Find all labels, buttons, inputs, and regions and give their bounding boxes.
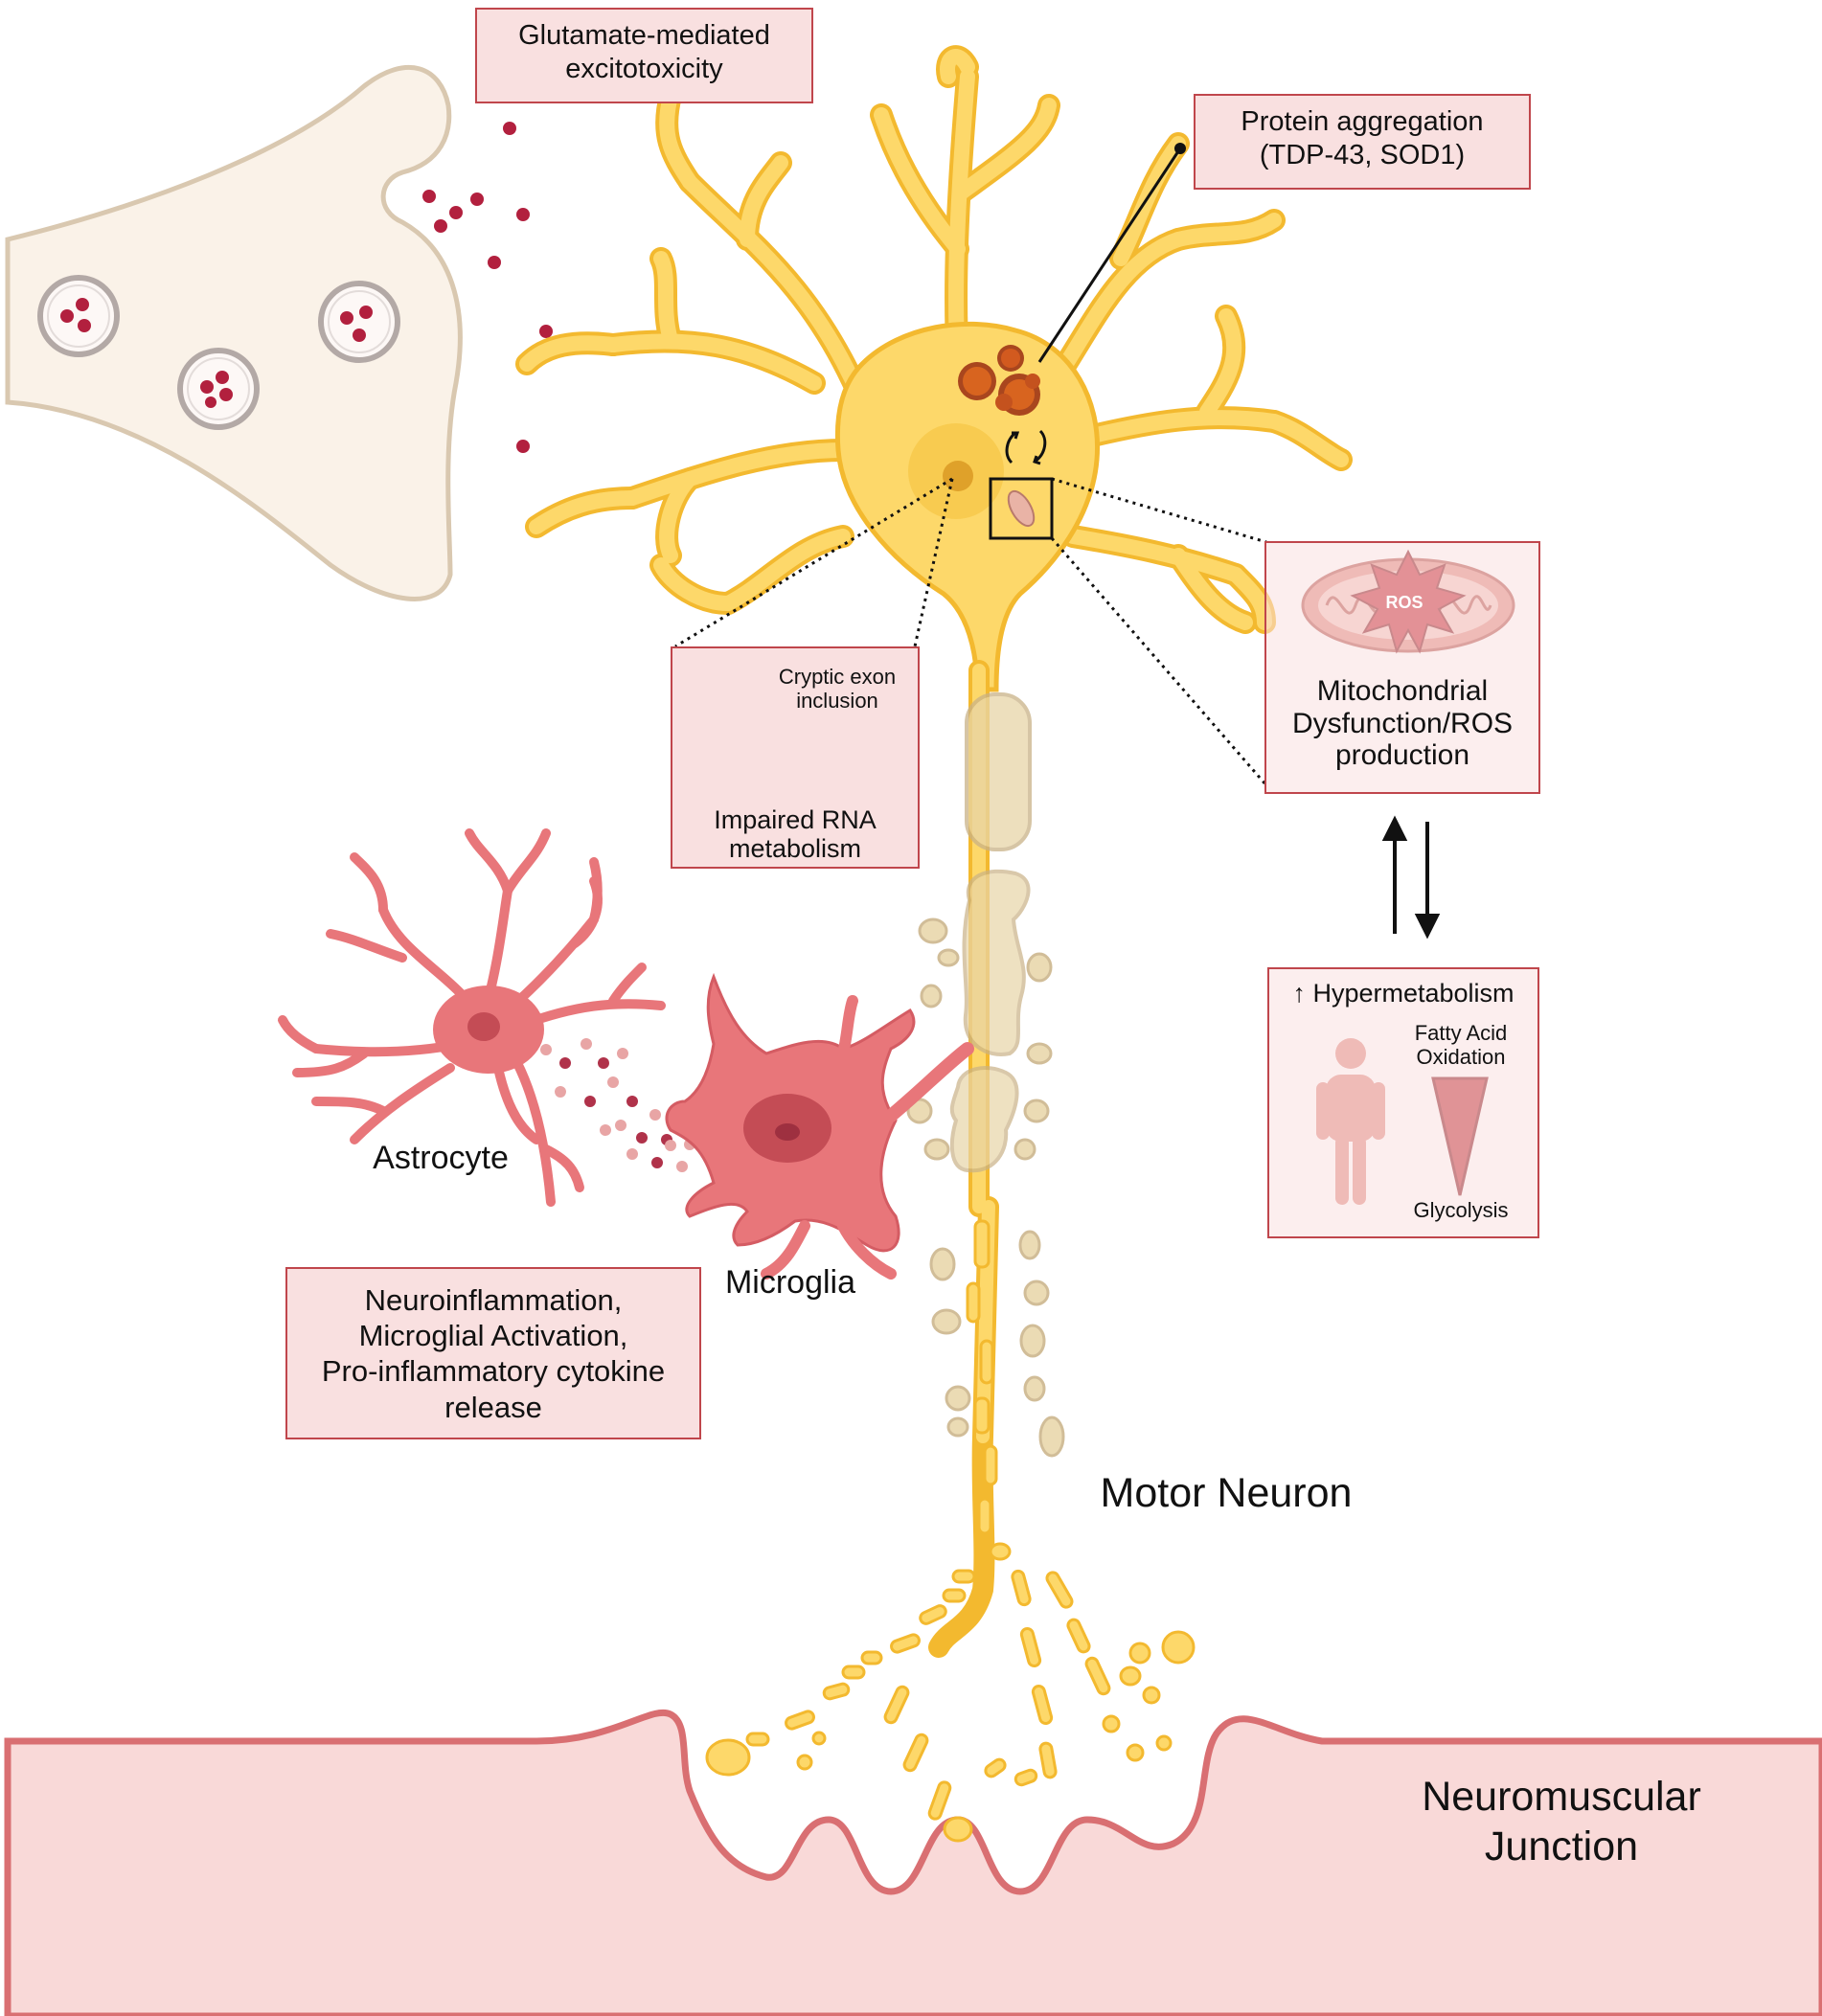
presynaptic-terminal	[5, 64, 463, 601]
mitochondrial-box: ROS Mitochondrial Dysfunction/ROS produc…	[1264, 541, 1540, 794]
protein-line2: (TDP-43, SOD1)	[1259, 139, 1466, 170]
motor-neuron-label: Motor Neuron	[1100, 1470, 1353, 1516]
nmj-label: Neuromuscular Junction	[1379, 1774, 1743, 1869]
microglia-label: Microglia	[724, 1264, 856, 1301]
synaptic-vesicle	[37, 275, 120, 357]
dotted-callouts	[674, 477, 1268, 786]
inflam-line1: Neuroinflammation,	[364, 1283, 623, 1317]
cryptic-line1: Cryptic exon	[778, 665, 897, 689]
ros-label: ROS	[1385, 593, 1423, 612]
mito-line1: Mitochondrial	[1316, 675, 1489, 707]
protein-aggregates	[958, 345, 1040, 416]
muscle-tissue	[4, 1709, 1822, 2016]
nmj-line1: Neuromuscular	[1422, 1774, 1701, 1820]
cryptic-line2: inclusion	[796, 688, 878, 713]
cytokines	[540, 1038, 695, 1172]
inflam-line2: Microglial Activation,	[358, 1319, 628, 1353]
astrocyte-label: Astrocyte	[373, 1140, 509, 1176]
protein-callout-dot	[1174, 143, 1186, 154]
protein-line1: Protein aggregation	[1241, 106, 1484, 137]
synaptic-vesicle	[318, 281, 400, 363]
protein-aggregation-box: Protein aggregation (TDP-43, SOD1)	[1194, 94, 1531, 190]
glycolysis-label: Glycolysis	[1413, 1198, 1509, 1222]
inflam-line3: Pro-inflammatory cytokine	[321, 1354, 666, 1389]
myelin-sheath-degraded	[949, 1066, 1019, 1173]
rna-line1: Impaired RNA	[714, 805, 877, 834]
synaptic-vesicle	[177, 348, 260, 430]
rna-metabolism-box: Cryptic exon inclusion Impaired RNA meta…	[671, 646, 920, 869]
mito-label: Mitochondrial Dysfunction/ROS production	[1266, 675, 1538, 772]
hypermetabolism-title: ↑ Hypermetabolism	[1292, 979, 1515, 1008]
fatty-acid-label: Fatty Acid Oxidation	[1394, 1021, 1528, 1069]
nmj-line2: Junction	[1484, 1823, 1639, 1870]
rna-line2: metabolism	[728, 834, 862, 864]
neuroinflammation-box: Neuroinflammation, Microglial Activation…	[285, 1267, 701, 1439]
glutamate-line1: Glutamate-mediated	[518, 20, 770, 51]
nucleolus	[943, 461, 973, 491]
mito-line2: Dysfunction/ROS	[1291, 707, 1514, 739]
fao-line2: Oxidation	[1416, 1044, 1506, 1069]
cryptic-exon-label: Cryptic exon inclusion	[761, 665, 914, 713]
axon	[705, 660, 1196, 1843]
glutamate-line2: excitotoxicity	[565, 53, 723, 84]
rna-label: Impaired RNA metabolism	[672, 805, 918, 863]
axon-fragments	[966, 1219, 1012, 1561]
myelin-sheath-degraded	[962, 869, 1031, 1056]
microglia-cell	[665, 972, 974, 1280]
inflam-line4: release	[444, 1390, 542, 1424]
mito-line3: production	[1334, 739, 1470, 772]
astrocyte-cell	[278, 828, 666, 1207]
glutamate-box: Glutamate-mediated excitotoxicity	[475, 8, 813, 103]
hypermetabolism-box: ↑ Hypermetabolism Fatty Acid Oxidation G…	[1267, 967, 1539, 1238]
mitochondrion-zoom	[989, 477, 1054, 540]
axon-terminal-fragments	[705, 1569, 1196, 1843]
protein-callout-line	[1037, 147, 1182, 363]
fao-line1: Fatty Acid	[1414, 1021, 1508, 1045]
neuron-soma	[834, 321, 1101, 692]
glutamate-molecules	[422, 122, 553, 453]
cycle-arrows	[1005, 429, 1047, 465]
double-arrow	[1381, 815, 1441, 940]
myelin-debris	[906, 917, 1065, 1458]
myelin-sheath	[965, 692, 1032, 851]
